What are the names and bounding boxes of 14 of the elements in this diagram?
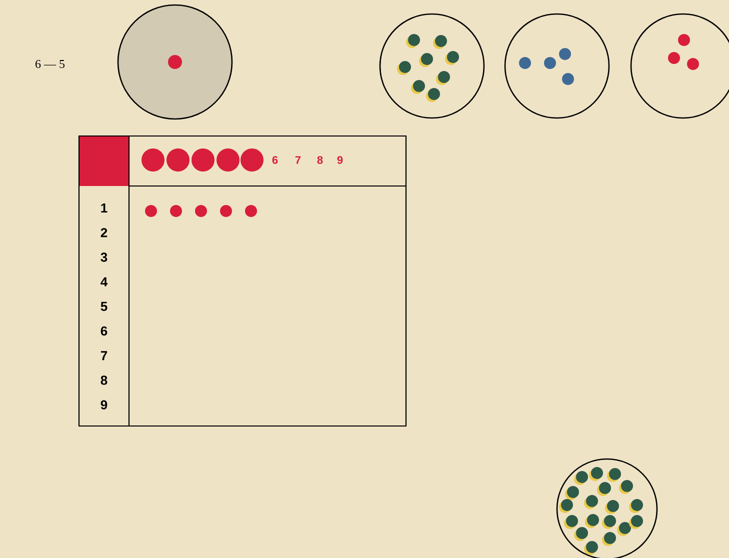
row-number: 2: [100, 228, 108, 238]
equation-label: 6 — 5: [36, 60, 65, 68]
row-number: 9: [100, 400, 108, 410]
row-number: 5: [100, 302, 108, 311]
row-number: 8: [100, 376, 108, 385]
column-number: 9: [337, 156, 343, 164]
column-number: 7: [295, 156, 301, 164]
row-number: 6: [100, 326, 108, 336]
row-number: 7: [100, 351, 108, 360]
column-number: 6: [272, 156, 278, 164]
column-number: 8: [317, 156, 323, 164]
row-number: 1: [101, 204, 108, 212]
row-number: 4: [100, 277, 108, 286]
row-number: 3: [100, 252, 108, 262]
